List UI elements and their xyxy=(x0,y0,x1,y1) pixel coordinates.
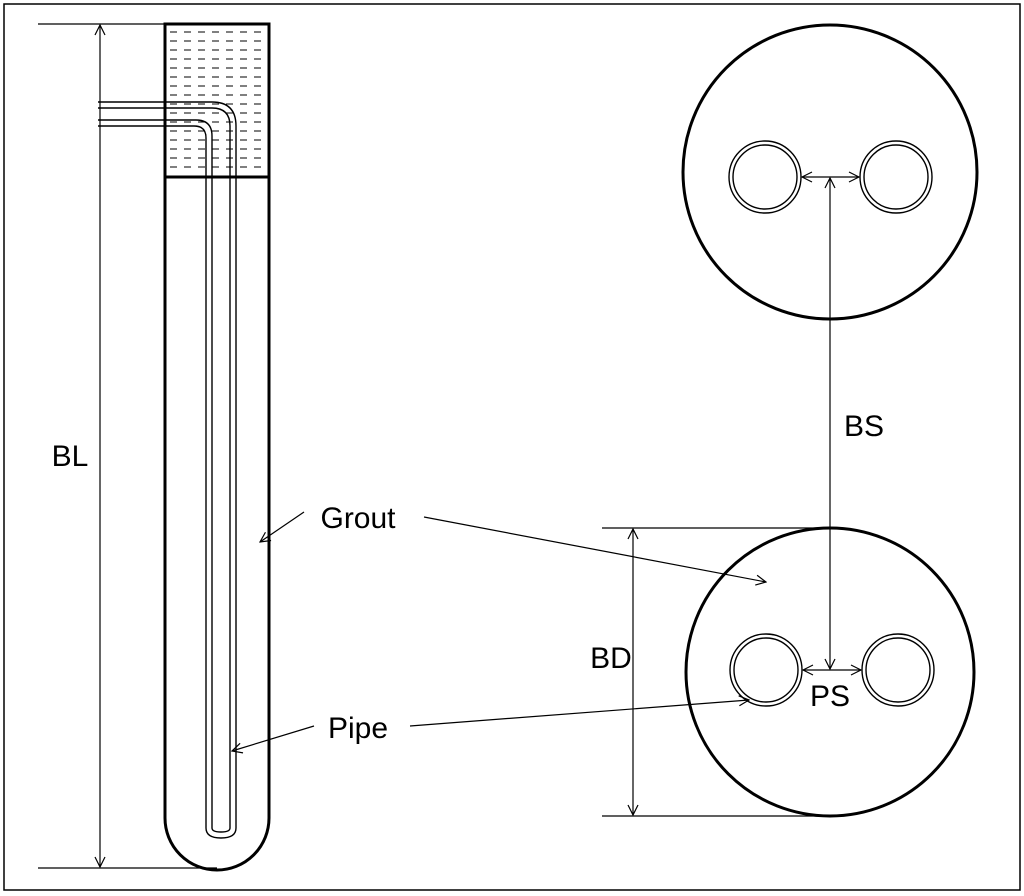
pipe-leader-side xyxy=(232,725,315,751)
pipe-left-top-inner xyxy=(732,144,798,210)
figure-frame xyxy=(3,3,1021,891)
borehole-side-view: BL xyxy=(38,22,271,872)
grout-leader-plan xyxy=(423,516,766,582)
pipe-left-bottom-outer xyxy=(729,633,803,707)
pipe-right-bottom-outer xyxy=(861,633,935,707)
pipe-right-bottom-inner xyxy=(865,637,931,703)
u-pipe-inner xyxy=(98,107,231,833)
pipe-left-bottom-inner xyxy=(733,637,799,703)
grout-leader-side xyxy=(260,511,305,542)
borehole-plan-bottom: PS BD xyxy=(590,526,976,818)
ps-label: PS xyxy=(810,680,850,713)
bs-label: BS xyxy=(844,410,884,443)
pipe-left-top-outer xyxy=(728,140,802,214)
bd-label: BD xyxy=(590,642,632,675)
backfill-hatch xyxy=(165,24,269,177)
u-pipe-outer xyxy=(98,101,237,839)
pipe-label: Pipe xyxy=(328,712,388,745)
pipe-right-top-outer xyxy=(859,140,933,214)
pipe-right-top-inner xyxy=(863,144,929,210)
borehole-wall xyxy=(163,22,271,872)
bl-label: BL xyxy=(52,440,89,473)
grout-label: Grout xyxy=(320,502,396,535)
pipe-leader-plan xyxy=(409,700,749,727)
